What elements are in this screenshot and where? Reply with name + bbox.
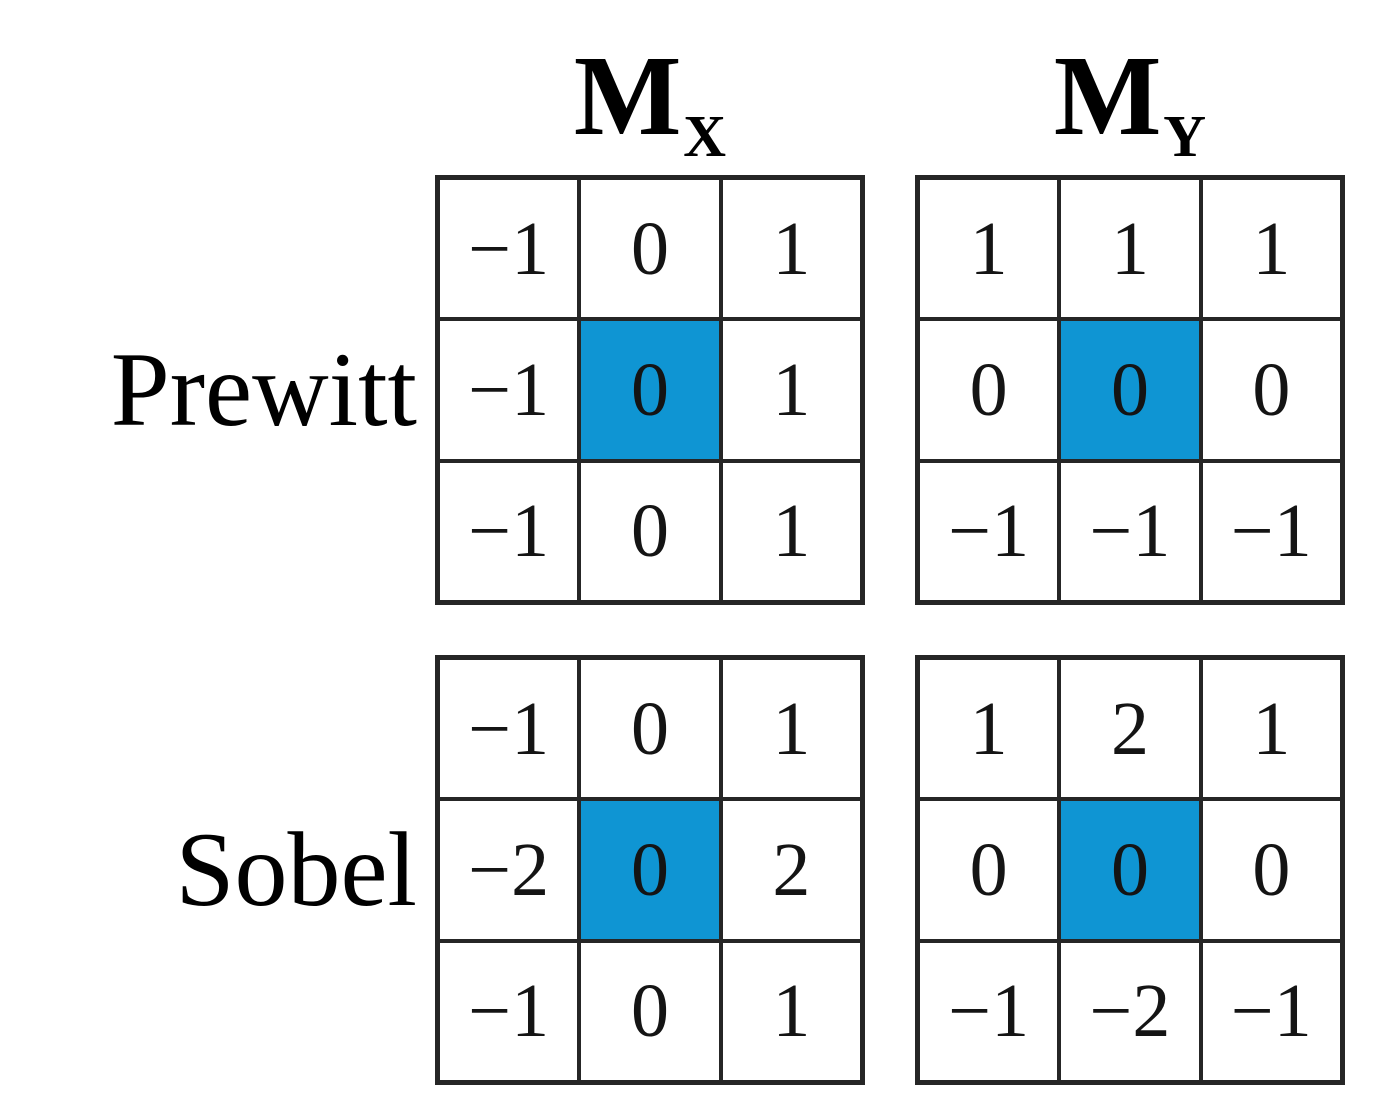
matrix-cell-highlighted: 0	[581, 801, 719, 939]
matrix-cell: 0	[581, 180, 719, 318]
matrix-cell: 1	[722, 660, 860, 798]
matrix-cell: 1	[722, 180, 860, 318]
matrix-cell: 1	[722, 321, 860, 459]
matrix-cell: 1	[920, 660, 1058, 798]
matrix-cell: 0	[920, 321, 1058, 459]
matrix-cell-highlighted: 0	[581, 321, 719, 459]
matrix-cell: 1	[1202, 660, 1340, 798]
matrix-cell: 2	[1061, 660, 1199, 798]
matrix-cell: −1	[1202, 942, 1340, 1080]
matrix-prewitt-my: 1 1 1 0 0 0 −1 −1 −1	[915, 175, 1345, 605]
matrix-cell: −1	[440, 660, 578, 798]
row-label-prewitt: Prewitt	[110, 331, 417, 448]
matrix-cell: −1	[440, 180, 578, 318]
matrix-cell: −1	[440, 321, 578, 459]
matrix-cell: 1	[722, 462, 860, 600]
matrix-sobel-mx: −1 0 1 −2 0 2 −1 0 1	[435, 655, 865, 1085]
header-my-base: M	[1053, 32, 1162, 159]
matrix-cell: 0	[581, 660, 719, 798]
matrix-cell: 0	[1202, 801, 1340, 939]
matrix-cell-highlighted: 0	[1061, 801, 1199, 939]
matrix-cell: −1	[1061, 462, 1199, 600]
matrix-cell: 0	[581, 942, 719, 1080]
matrix-cell-highlighted: 0	[1061, 321, 1199, 459]
header-my-subscript: Y	[1163, 102, 1207, 169]
matrix-cell: −1	[1202, 462, 1340, 600]
header-mx-subscript: X	[683, 102, 727, 169]
matrix-cell: −1	[440, 942, 578, 1080]
matrix-cell: 1	[920, 180, 1058, 318]
matrix-cell: −2	[1061, 942, 1199, 1080]
matrix-cell: 1	[722, 942, 860, 1080]
matrix-sobel-my: 1 2 1 0 0 0 −1 −2 −1	[915, 655, 1345, 1085]
matrix-cell: 0	[581, 462, 719, 600]
matrix-cell: 1	[1061, 180, 1199, 318]
matrix-cell: 1	[1202, 180, 1340, 318]
matrix-cell: 0	[1202, 321, 1340, 459]
matrix-cell: 0	[920, 801, 1058, 939]
matrix-cell: −1	[920, 942, 1058, 1080]
header-mx-base: M	[573, 32, 682, 159]
row-label-sobel: Sobel	[175, 811, 417, 928]
matrix-cell: −2	[440, 801, 578, 939]
matrix-cell: 2	[722, 801, 860, 939]
matrix-prewitt-mx: −1 0 1 −1 0 1 −1 0 1	[435, 175, 865, 605]
matrix-cell: −1	[440, 462, 578, 600]
matrix-cell: −1	[920, 462, 1058, 600]
